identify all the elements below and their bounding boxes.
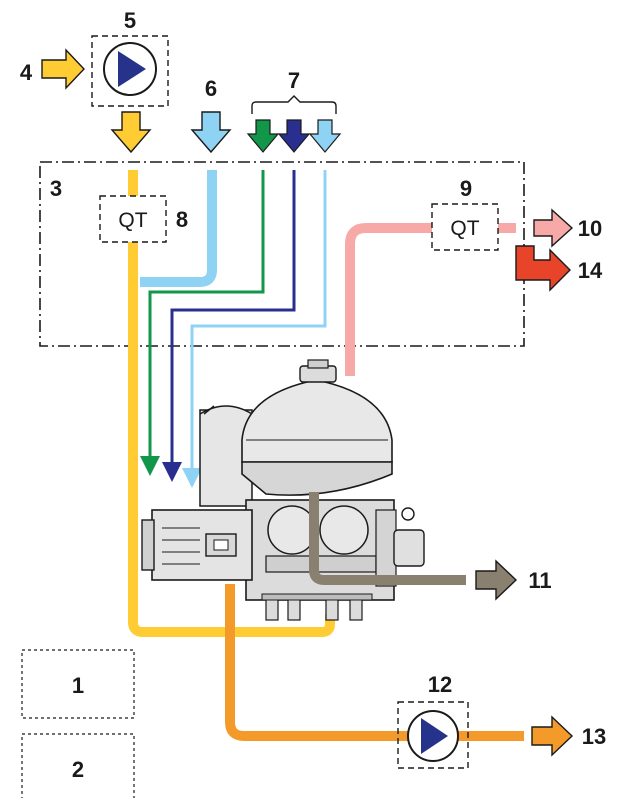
discharge-pump-box xyxy=(397,701,469,769)
light-blue-control-line xyxy=(190,170,327,470)
green-arrowhead xyxy=(140,456,160,476)
qt-transmitter-right-label: QT xyxy=(450,217,479,240)
label-14: 14 xyxy=(578,258,603,283)
feed-inlet-arrow xyxy=(41,48,85,90)
label-2: 2 xyxy=(72,757,84,782)
separator-machine xyxy=(141,359,425,621)
green-down-arrow xyxy=(246,119,280,153)
label-3: 3 xyxy=(50,176,62,201)
navy-control-line xyxy=(170,170,296,464)
label-6: 6 xyxy=(205,76,217,101)
qt-transmitter-left-label: QT xyxy=(118,209,147,232)
label-8: 8 xyxy=(176,207,188,232)
light-blue-down-arrow xyxy=(308,119,342,153)
navy-down-arrow xyxy=(277,119,311,153)
feed-pump-box xyxy=(91,35,169,107)
qt-transmitter-left-box xyxy=(99,195,167,243)
feed-down-arrow xyxy=(110,111,152,154)
feed-line xyxy=(128,170,335,637)
red-outlet-arrow xyxy=(515,245,571,292)
label-13: 13 xyxy=(582,724,606,749)
water-line xyxy=(140,170,217,287)
item-1-box xyxy=(21,649,135,719)
navy-arrowhead xyxy=(162,462,182,482)
label-9: 9 xyxy=(460,176,472,201)
feed-pump-triangle-icon xyxy=(118,51,146,87)
discharge-line xyxy=(225,584,524,741)
green-control-line xyxy=(148,170,265,458)
water-down-arrow xyxy=(190,111,232,154)
light-phase-outlet-arrow xyxy=(533,208,574,248)
light-phase-outlet-line xyxy=(345,223,516,376)
item-2-box xyxy=(21,733,135,798)
label-12: 12 xyxy=(428,672,452,697)
sludge-outlet-arrow xyxy=(475,559,518,601)
group-7-brace xyxy=(251,95,337,114)
label-11: 11 xyxy=(528,568,551,593)
label-7: 7 xyxy=(288,68,300,93)
sludge-outlet-line xyxy=(309,492,466,585)
discharge-pump-triangle-icon xyxy=(421,718,448,754)
qt-transmitter-right-box xyxy=(431,203,499,251)
light-blue-arrowhead xyxy=(182,468,202,488)
control-unit-boundary xyxy=(39,161,525,347)
label-1: 1 xyxy=(72,673,84,698)
label-10: 10 xyxy=(578,216,602,241)
label-5: 5 xyxy=(124,8,136,33)
label-4: 4 xyxy=(20,60,33,85)
discharge-outlet-arrow xyxy=(531,715,574,757)
